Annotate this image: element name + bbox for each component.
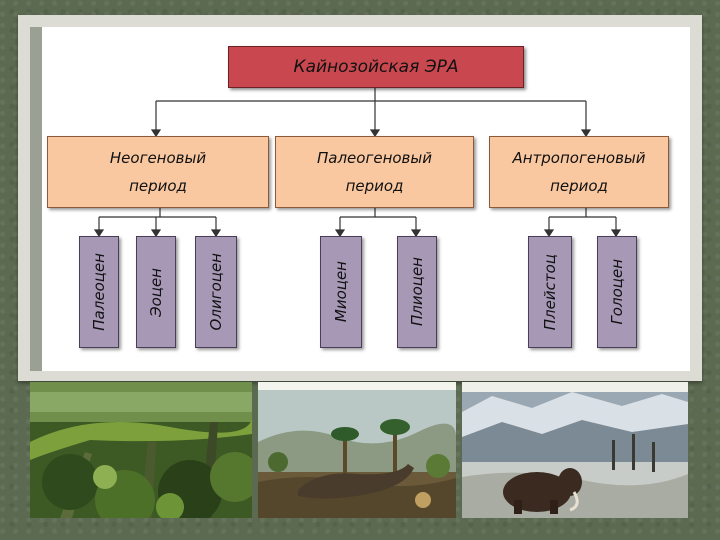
era-label: Кайнозойская ЭРА <box>294 57 459 77</box>
epoch-box-paleocene: Палеоцен <box>79 236 119 348</box>
period-label: Палеогеновый <box>317 144 432 172</box>
epoch-box-oligocene: Олигоцен <box>195 236 237 348</box>
mammoth-diorama-photo <box>462 382 688 518</box>
epoch-label: Палеоцен <box>90 253 108 331</box>
period-sublabel: период <box>129 172 187 200</box>
period-paleogene: Палеогеновый период <box>275 136 474 208</box>
epoch-label: Миоцен <box>332 261 350 322</box>
dinosaur-diorama-photo <box>258 382 456 518</box>
forest-photo <box>30 382 252 518</box>
epoch-box-eocene: Эоцен <box>136 236 176 348</box>
period-sublabel: период <box>346 172 404 200</box>
panel-shadow-strip <box>30 27 42 371</box>
epoch-box-holocene: Голоцен <box>597 236 637 348</box>
epoch-box-pleistocene: Плейстоц <box>528 236 572 348</box>
period-label: Антропогеновый <box>512 144 645 172</box>
epoch-label: Голоцен <box>608 259 626 325</box>
epoch-box-miocene: Миоцен <box>320 236 362 348</box>
epoch-label: Плейстоц <box>541 254 559 330</box>
period-neogene: Неогеновый период <box>47 136 269 208</box>
period-anthropogene: Антропогеновый период <box>489 136 669 208</box>
era-box: Кайнозойская ЭРА <box>228 46 524 88</box>
period-sublabel: период <box>550 172 608 200</box>
epoch-label: Эоцен <box>147 268 165 317</box>
epoch-label: Олигоцен <box>207 253 225 330</box>
epoch-box-pliocene: Плиоцен <box>397 236 437 348</box>
period-label: Неогеновый <box>110 144 206 172</box>
epoch-label: Плиоцен <box>408 257 426 326</box>
